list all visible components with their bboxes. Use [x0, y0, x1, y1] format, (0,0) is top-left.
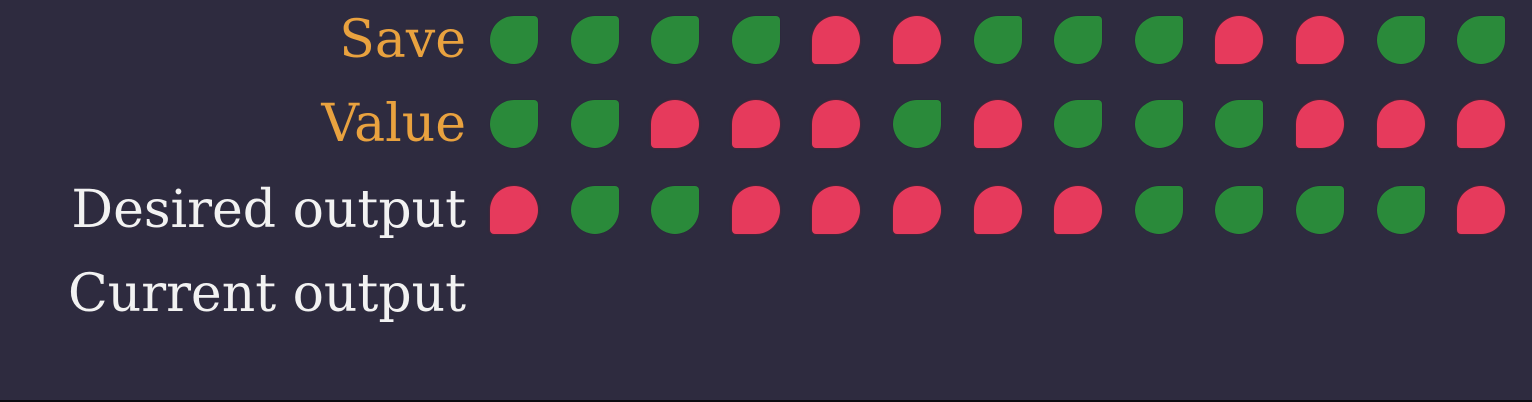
red-bit-cell[interactable] — [1215, 16, 1263, 64]
red-bit-cell[interactable] — [812, 100, 860, 148]
row-current-output: Current output — [0, 254, 1532, 334]
green-bit-cell[interactable] — [1054, 100, 1102, 148]
bottom-border — [0, 400, 1532, 402]
red-bit-cell[interactable] — [812, 16, 860, 64]
green-bit-cell[interactable] — [1135, 16, 1183, 64]
red-bit-cell[interactable] — [1054, 186, 1102, 234]
green-bit-cell[interactable] — [1135, 100, 1183, 148]
red-bit-cell[interactable] — [490, 186, 538, 234]
row-desired-output: Desired output — [0, 170, 1532, 250]
red-bit-cell[interactable] — [1377, 100, 1425, 148]
green-bit-cell[interactable] — [974, 16, 1022, 64]
green-bit-cell[interactable] — [490, 100, 538, 148]
green-bit-cell[interactable] — [1215, 100, 1263, 148]
red-bit-cell[interactable] — [732, 100, 780, 148]
row-label-value: Value — [321, 94, 466, 154]
green-bit-cell[interactable] — [1296, 186, 1344, 234]
green-bit-cell[interactable] — [1054, 16, 1102, 64]
row-label-desired-output: Desired output — [71, 180, 466, 240]
green-bit-cell[interactable] — [893, 100, 941, 148]
green-bit-cell[interactable] — [490, 16, 538, 64]
green-bit-cell[interactable] — [1215, 186, 1263, 234]
red-bit-cell[interactable] — [1296, 100, 1344, 148]
red-bit-cell[interactable] — [974, 186, 1022, 234]
green-bit-cell[interactable] — [651, 186, 699, 234]
red-bit-cell[interactable] — [1457, 186, 1505, 234]
row-save: Save — [0, 0, 1532, 80]
green-bit-cell[interactable] — [732, 16, 780, 64]
red-bit-cell[interactable] — [1457, 100, 1505, 148]
red-bit-cell[interactable] — [812, 186, 860, 234]
red-bit-cell[interactable] — [651, 100, 699, 148]
red-bit-cell[interactable] — [893, 186, 941, 234]
green-bit-cell[interactable] — [651, 16, 699, 64]
red-bit-cell[interactable] — [732, 186, 780, 234]
red-bit-cell[interactable] — [1296, 16, 1344, 64]
green-bit-cell[interactable] — [571, 186, 619, 234]
row-value: Value — [0, 84, 1532, 164]
red-bit-cell[interactable] — [893, 16, 941, 64]
green-bit-cell[interactable] — [1135, 186, 1183, 234]
green-bit-cell[interactable] — [571, 16, 619, 64]
red-bit-cell[interactable] — [974, 100, 1022, 148]
row-label-current-output: Current output — [67, 264, 466, 324]
green-bit-cell[interactable] — [1377, 16, 1425, 64]
green-bit-cell[interactable] — [571, 100, 619, 148]
green-bit-cell[interactable] — [1457, 16, 1505, 64]
row-label-save: Save — [339, 10, 466, 70]
green-bit-cell[interactable] — [1377, 186, 1425, 234]
